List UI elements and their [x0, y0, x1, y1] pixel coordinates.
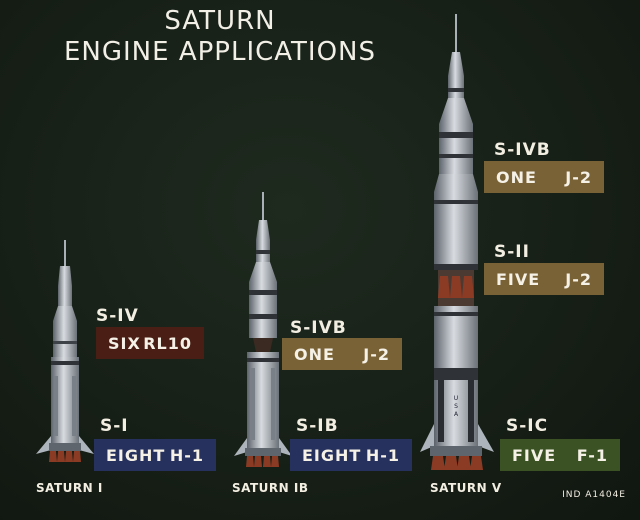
saturn-i-first-engine-type: H-1 — [169, 445, 204, 465]
saturn-v-second-engine-count: FIVE — [496, 269, 541, 289]
saturn-i-name: SATURN I — [36, 481, 103, 495]
saturn-i-first-stage-label: S-I — [100, 416, 129, 436]
saturn-ib-first-engine-plate: EIGHT H-1 — [290, 439, 412, 471]
saturn-v-first-stage-label: S-IC — [506, 416, 549, 436]
saturn-ib-first-stage-label: S-IB — [296, 416, 339, 436]
svg-text:U: U — [454, 395, 458, 402]
saturn-ib-upper-engine-plate: ONE J-2 — [282, 338, 402, 370]
saturn-ib-first-engine-count: EIGHT — [302, 445, 362, 465]
saturn-i-upper-stage-label: S-IV — [96, 306, 139, 326]
saturn-i-upper-engine-type: RL10 — [143, 333, 192, 353]
saturn-ib-rocket-illustration — [234, 192, 292, 467]
saturn-i-first-engine-count: EIGHT — [106, 445, 166, 465]
saturn-ib-upper-engine-type: J-2 — [363, 344, 390, 364]
saturn-v-first-engine-count: FIVE — [512, 445, 557, 465]
saturn-v-rocket-illustration: U S A — [420, 14, 494, 470]
svg-text:A: A — [454, 411, 459, 418]
title-line-2: ENGINE APPLICATIONS — [63, 37, 377, 67]
saturn-v-third-engine-plate: ONE J-2 — [484, 161, 604, 193]
document-id-code: IND A1404E — [562, 490, 626, 500]
title-line-1: SATURN — [164, 6, 276, 36]
saturn-v-name: SATURN V — [430, 481, 502, 495]
saturn-v-second-engine-type: J-2 — [565, 269, 592, 289]
diagram-title: SATURN ENGINE APPLICATIONS — [40, 6, 400, 68]
saturn-v-second-engine-plate: FIVE J-2 — [484, 263, 604, 295]
saturn-i-upper-engine-count: SIX — [108, 333, 141, 353]
saturn-i-first-engine-plate: EIGHT H-1 — [94, 439, 216, 471]
saturn-ib-upper-stage-label: S-IVB — [290, 318, 347, 338]
saturn-ib-upper-engine-count: ONE — [294, 344, 335, 364]
saturn-v-second-stage-label: S-II — [494, 242, 530, 262]
saturn-i-rocket-illustration — [36, 240, 94, 462]
saturn-v-third-engine-count: ONE — [496, 167, 537, 187]
saturn-ib-first-engine-type: H-1 — [365, 445, 400, 465]
saturn-v-third-stage-label: S-IVB — [494, 140, 551, 160]
saturn-i-upper-engine-plate: SIX RL10 — [96, 327, 204, 359]
saturn-v-first-engine-type: F-1 — [576, 445, 608, 465]
svg-text:S: S — [454, 403, 458, 410]
saturn-v-third-engine-type: J-2 — [565, 167, 592, 187]
saturn-ib-name: SATURN IB — [232, 481, 309, 495]
saturn-v-first-engine-plate: FIVE F-1 — [500, 439, 620, 471]
